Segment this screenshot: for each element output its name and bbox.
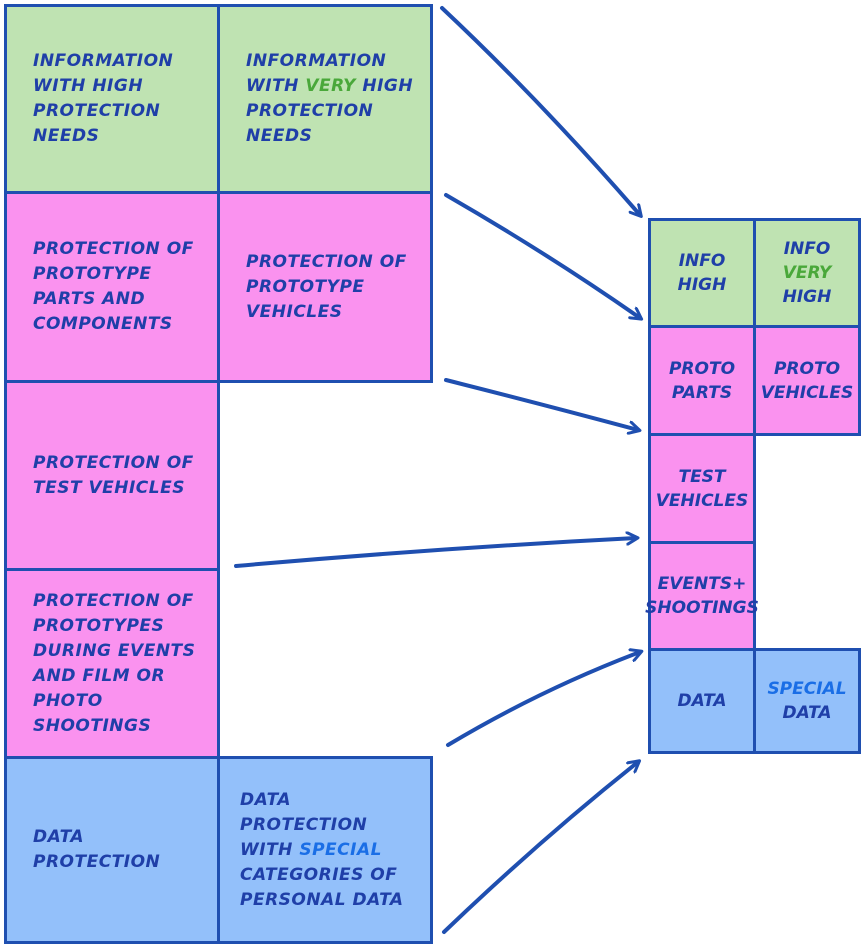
cell-info-high: Information with high protection needs (4, 4, 220, 194)
small-cell-events-label: Events+ shootings (645, 574, 759, 618)
small-cell-test-vehicles: Test vehicles (648, 433, 756, 544)
small-cell-proto-vehicles: Proto vehicles (753, 325, 861, 436)
small-cell-special-data: Special data (753, 648, 861, 754)
special-highlight: special (299, 839, 382, 860)
arrow-proto-vehicles (444, 193, 640, 318)
arrow-test-vehicles (234, 538, 636, 568)
small-cell-proto-vehicles-label: Proto vehicles (760, 358, 854, 403)
cell-data-special-label: Data protection with special categories … (240, 789, 404, 910)
cell-info-very-high: Information with very high protection ne… (217, 4, 433, 194)
arrow-proto-parts (444, 378, 638, 430)
cell-proto-vehicles: Protection of prototype vehicles (217, 191, 433, 383)
cell-test-vehicles-label: Protection of test vehicles (33, 452, 194, 498)
small-cell-info-very-high: Info very high (753, 218, 861, 328)
small-very-highlight: very (782, 263, 832, 283)
cell-info-high-label: Information with high protection needs (33, 51, 174, 146)
small-cell-proto-parts: Proto parts (648, 325, 756, 436)
arrow-events (446, 652, 640, 747)
small-cell-info-high-label: Info high (677, 251, 727, 295)
cell-events: Protection of prototypes during events a… (4, 568, 220, 759)
very-highlight: very (305, 76, 356, 96)
cell-proto-parts-label: Protection of prototype parts and compon… (33, 239, 194, 334)
small-cell-data-label: Data (677, 691, 727, 711)
small-cell-info-very-high-label: Info very high (782, 239, 832, 307)
cell-data-special: Data protection with special categories … (217, 756, 433, 944)
small-cell-proto-parts-label: Proto parts (668, 358, 736, 403)
cell-data-protection-label: Data protection (33, 827, 161, 872)
cell-proto-vehicles-label: Protection of prototype vehicles (246, 251, 407, 322)
cell-events-label: Protection of prototypes during events a… (33, 590, 196, 736)
small-cell-special-data-label: Special data (767, 679, 847, 723)
small-cell-test-vehicles-label: Test vehicles (655, 466, 749, 511)
cell-test-vehicles: Protection of test vehicles (4, 380, 220, 571)
arrow-info-very-high (440, 6, 640, 215)
small-special-highlight: Special (767, 679, 847, 699)
arrow-data (442, 762, 638, 934)
small-cell-events: Events+ shootings (645, 541, 759, 651)
cell-info-very-high-label: Information with very high protection ne… (246, 51, 414, 146)
